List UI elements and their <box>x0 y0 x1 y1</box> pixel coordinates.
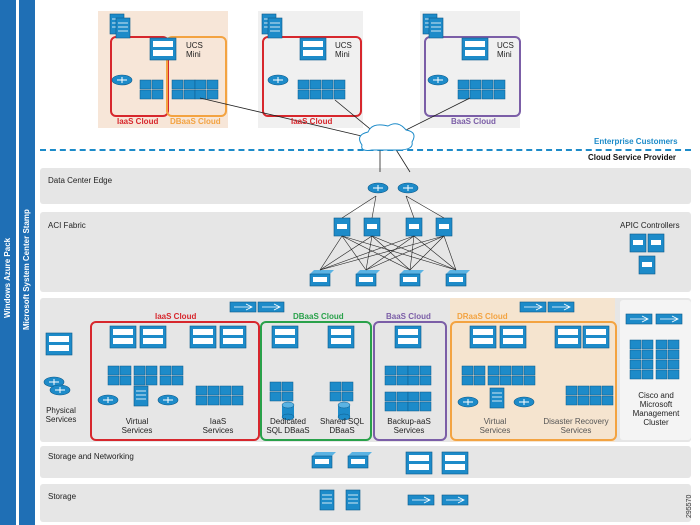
shared-sql-label: Shared SQL DBaaS <box>319 417 365 435</box>
figure-id: 295570 <box>686 494 693 518</box>
pod-draas-box <box>450 321 617 441</box>
customer-3-baas-tag: BaaS Cloud <box>451 117 496 126</box>
customer-1-dbaas-box <box>166 36 227 117</box>
customer-1-dbaas-tag: DBaaS Cloud <box>170 117 221 126</box>
customer-2-ucs-label: UCS Mini <box>335 41 352 59</box>
disaster-recovery-label: Disaster Recovery Services <box>543 417 609 435</box>
backup-services-label: Backup-aaS Services <box>387 417 431 435</box>
draas-virtual-services-label: Virtual Services <box>479 417 511 435</box>
customer-3-baas-box <box>424 36 521 117</box>
data-center-edge-label: Data Center Edge <box>48 176 113 185</box>
pod-baas-title: BaaS Cloud <box>386 312 431 321</box>
customer-1-iaas-box <box>110 36 169 117</box>
customer-1-ucs-label: UCS Mini <box>186 41 203 59</box>
sidebar-inner <box>19 0 35 525</box>
management-cluster-label: Cisco and Microsoft Management Cluster <box>632 391 680 427</box>
pod-baas-box <box>373 321 447 441</box>
storage-label: Storage <box>48 492 77 501</box>
customer-1-iaas-tag: IaaS Cloud <box>117 117 159 126</box>
storage-networking-label: Storage and Networking <box>48 452 134 461</box>
physical-services-label: Physical Services <box>45 406 77 424</box>
customer-2-iaas-box <box>262 36 362 117</box>
pod-iaas-title: IaaS Cloud <box>155 312 197 321</box>
band-storage <box>40 484 691 522</box>
cloud-service-provider-label: Cloud Service Provider <box>588 153 677 162</box>
pod-draas-title: DRaaS Cloud <box>457 312 508 321</box>
dedicated-sql-label: Dedicated SQL DBaaS <box>266 417 310 435</box>
iaas-services-label: IaaS Services <box>202 417 234 435</box>
apic-controllers-label: APIC Controllers <box>620 221 680 230</box>
pod-dbaas-title: DBaaS Cloud <box>293 312 344 321</box>
iaas-virtual-services-label: Virtual Services <box>121 417 153 435</box>
aci-fabric-label: ACI Fabric <box>48 221 86 230</box>
customer-3-ucs-label: UCS Mini <box>497 41 514 59</box>
enterprise-customers-label: Enterprise Customers <box>594 137 678 146</box>
customer-2-iaas-tag: IaaS Cloud <box>291 117 333 126</box>
sidebar-outer <box>0 0 16 525</box>
pod-iaas-box <box>90 321 260 441</box>
pod-dbaas-box <box>260 321 372 441</box>
band-edge <box>40 168 691 204</box>
